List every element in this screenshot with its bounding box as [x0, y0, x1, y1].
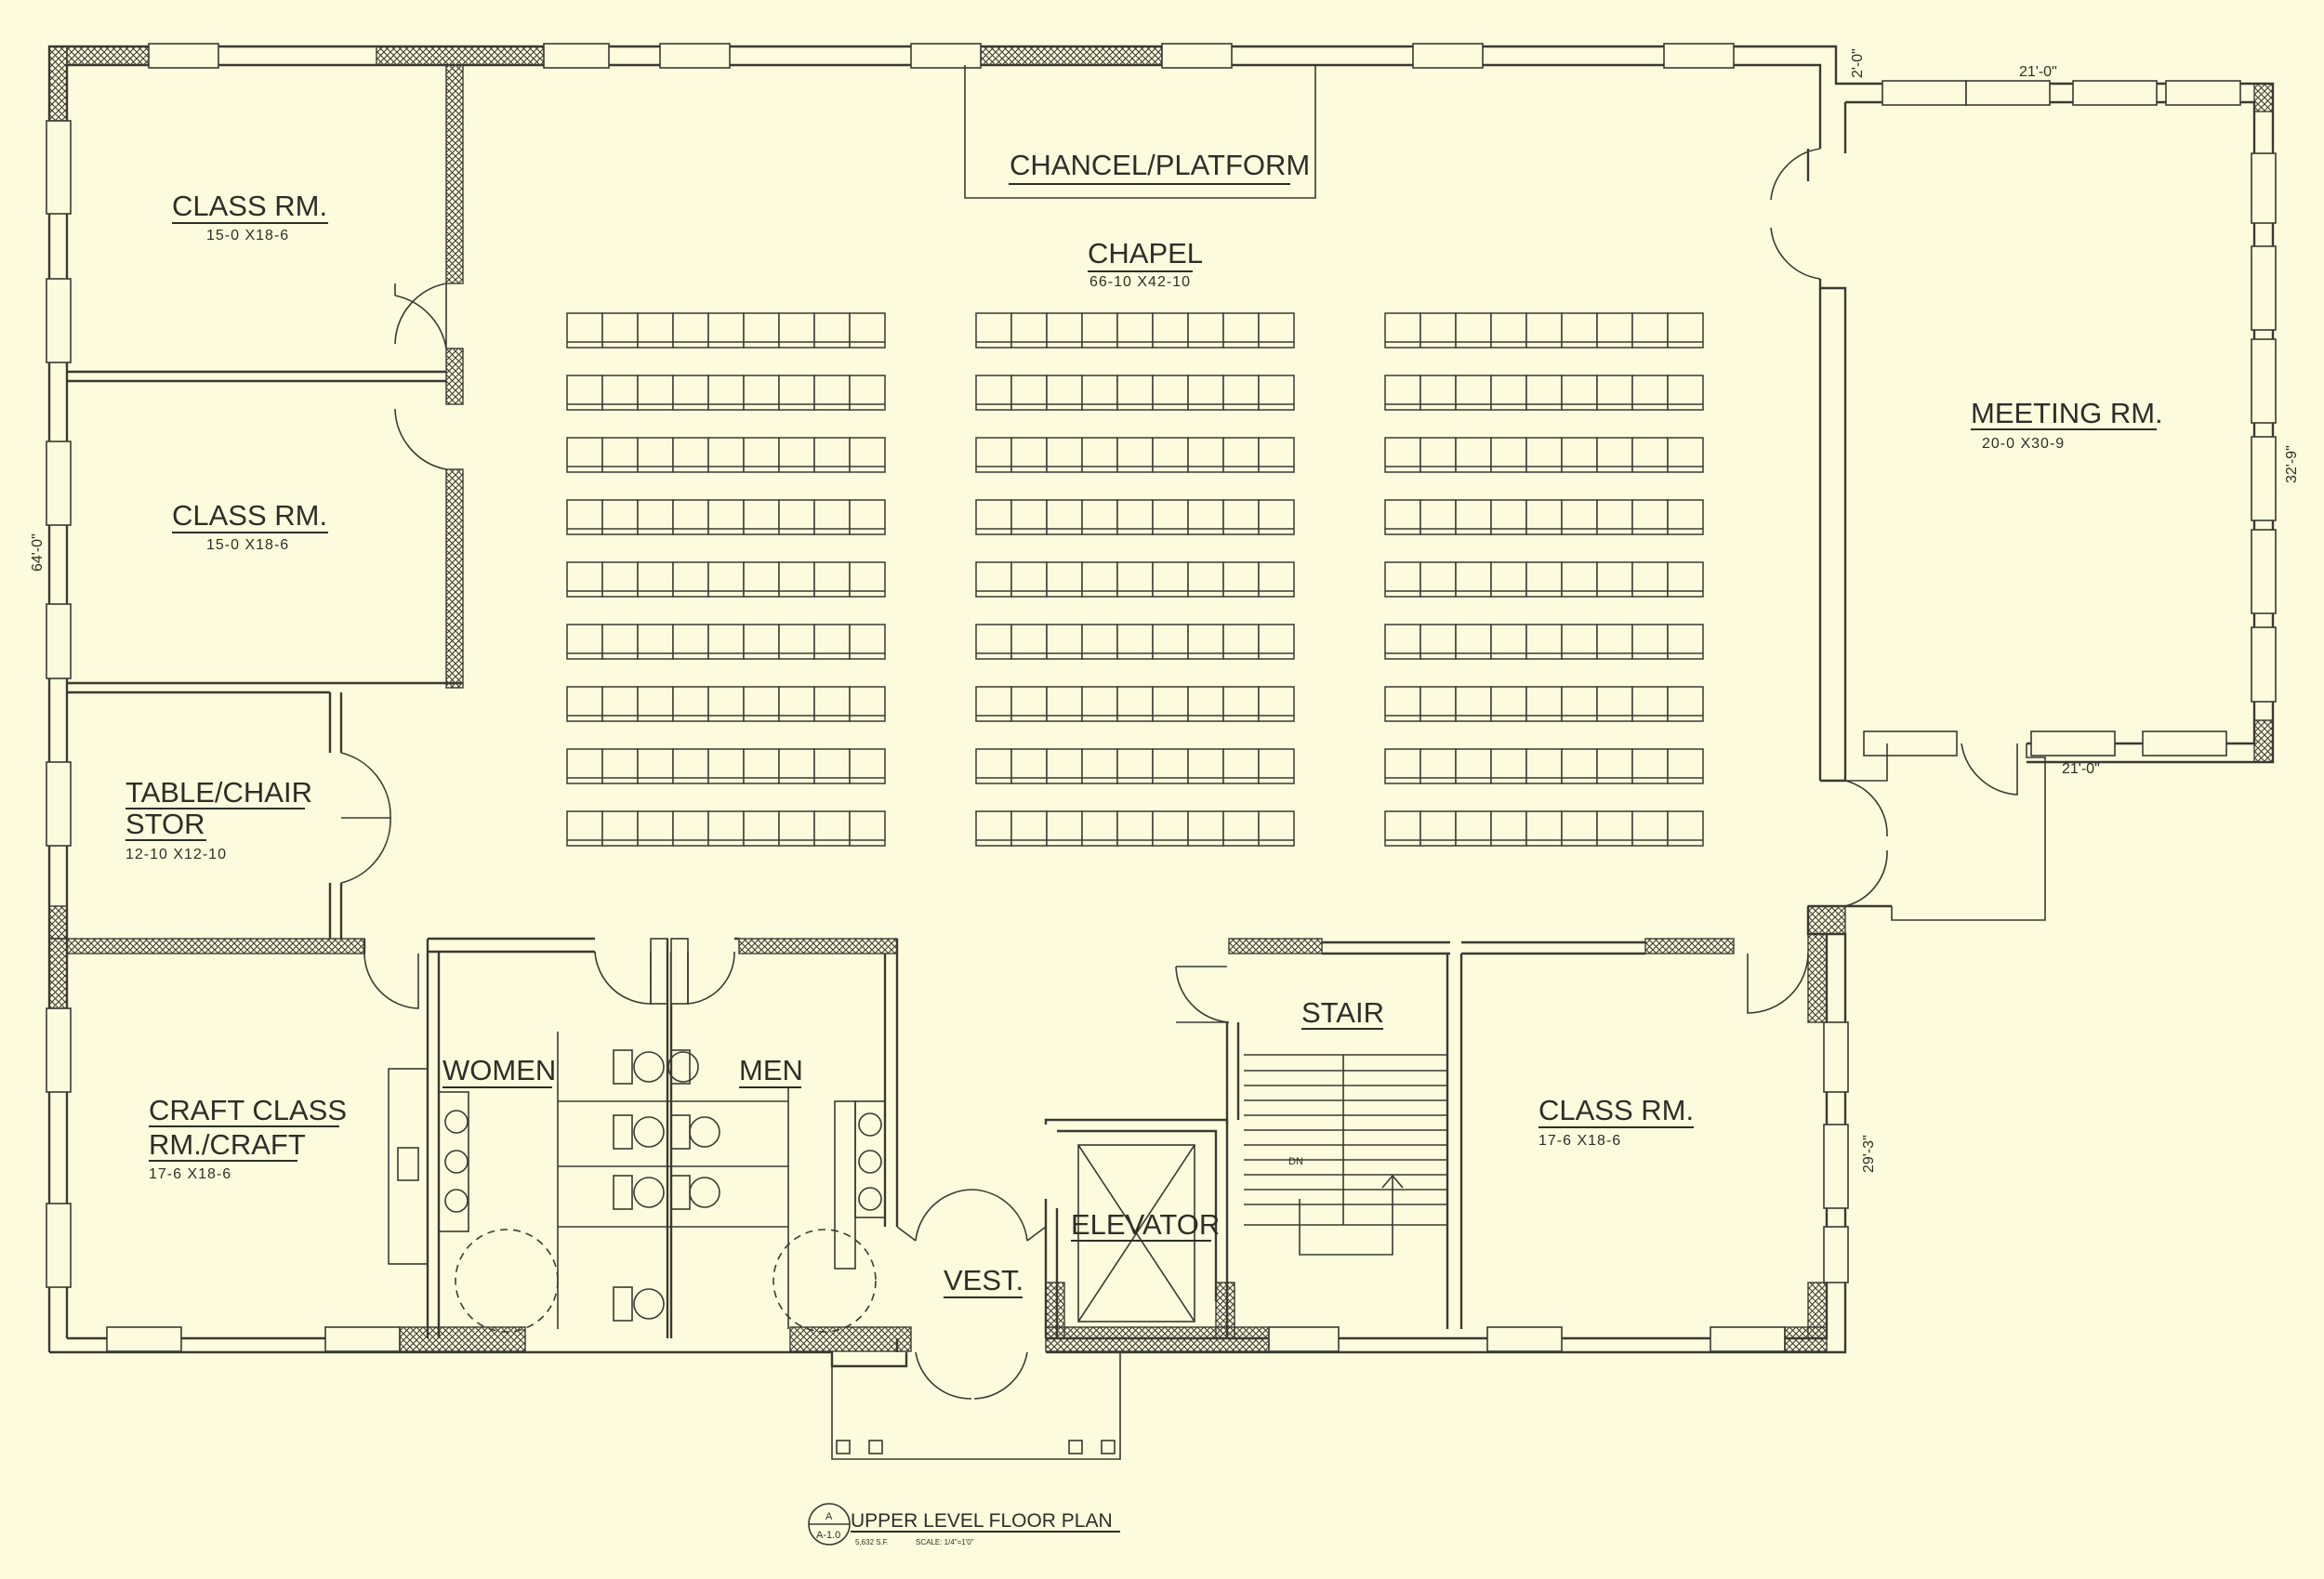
craft-sub-label: RM./CRAFT [149, 1128, 306, 1161]
pew-row [975, 561, 1295, 598]
toilet-group-women [613, 1049, 665, 1322]
pew-row [566, 624, 886, 660]
class-room-3-size: 17-6 X18-6 [1538, 1133, 1621, 1149]
men-label: MEN [739, 1054, 803, 1086]
pew-row [566, 375, 886, 411]
area-note: 5,632 S.F. [855, 1538, 889, 1546]
class-room-1-label: CLASS RM. [172, 190, 327, 222]
pew-row [566, 686, 886, 722]
vestibule-label: VEST. [944, 1264, 1023, 1296]
pew-row [1384, 561, 1704, 598]
chapel-seating [566, 312, 1704, 847]
chancel-label: CHANCEL/PLATFORM [1010, 149, 1310, 181]
restroom-fixtures [388, 1032, 886, 1333]
pew-row [566, 312, 886, 349]
craft-size: 17-6 X18-6 [149, 1166, 231, 1182]
stair-label: STAIR [1301, 996, 1384, 1029]
section-marker-letter: A [825, 1511, 833, 1522]
pew-row [1384, 312, 1704, 349]
elevator-car [1077, 1144, 1195, 1322]
class-room-2-size: 15-0 X18-6 [206, 537, 289, 553]
pew-row [975, 748, 1295, 784]
women-label: WOMEN [442, 1054, 556, 1086]
dimension-labels: 64'-0" 2'-0" 21'-0" 21'-0" 32'-9" 29'-3" [30, 48, 2300, 1173]
pew-row [1384, 686, 1704, 722]
windows-meeting [1823, 152, 2277, 1283]
class-room-2-label: CLASS RM. [172, 499, 327, 532]
pew-row [975, 686, 1295, 722]
drawing-title-block: A A-1.0 UPPER LEVEL FLOOR PLAN 5,632 S.F… [808, 1503, 1120, 1546]
pew-row [1384, 624, 1704, 660]
sheet-number: A-1.0 [816, 1530, 840, 1541]
pew-row [1384, 437, 1704, 473]
storage-label: STOR [125, 808, 205, 840]
pew-row [566, 437, 886, 473]
meeting-side-dim: 32'-9" [2284, 445, 2300, 483]
doors [340, 148, 2018, 1400]
class-room-1-size: 15-0 X18-6 [206, 228, 289, 243]
pew-row [566, 561, 886, 598]
pew-row [566, 499, 886, 535]
table-chair-label: TABLE/CHAIR [125, 776, 312, 809]
meeting-room-label: MEETING RM. [1971, 397, 2163, 429]
meeting-top-dim: 21'-0" [2019, 64, 2057, 80]
pew-row [1384, 375, 1704, 411]
windows-top [148, 43, 2241, 106]
pew-row [975, 624, 1295, 660]
scale-note: SCALE: 1/4"=1'0" [916, 1538, 974, 1546]
interior-walls [66, 64, 2046, 1460]
pew-row [975, 499, 1295, 535]
windows-left [46, 120, 72, 1288]
meeting-bottom-dim: 21'-0" [2062, 761, 2100, 777]
chapel-size: 66-10 X42-10 [1089, 274, 1191, 290]
pew-row [566, 748, 886, 784]
pew-row [1384, 748, 1704, 784]
meeting-room-size: 20-0 X30-9 [1982, 436, 2065, 452]
chapel-label: CHAPEL [1088, 237, 1203, 270]
pew-row [975, 312, 1295, 349]
toilet-group-men [667, 1049, 720, 1210]
pew-row [975, 810, 1295, 847]
pew-row [566, 810, 886, 847]
left-height-dim: 64'-0" [30, 533, 46, 572]
craft-label: CRAFT CLASS [149, 1094, 347, 1126]
pew-row [975, 375, 1295, 411]
pew-row [1384, 810, 1704, 847]
stair-dn-label: DN [1288, 1156, 1303, 1167]
right-lower-dim: 29'-3" [1861, 1135, 1877, 1173]
stair-treads [1244, 1054, 1447, 1256]
pew-row [1384, 499, 1704, 535]
drawing-title: UPPER LEVEL FLOOR PLAN [851, 1510, 1113, 1532]
top-offset-dim: 2'-0" [1850, 48, 1866, 78]
elevator-label: ELEVATOR [1071, 1208, 1220, 1241]
room-labels: CHANCEL/PLATFORM CHAPEL 66-10 X42-10 CLA… [125, 149, 2163, 1298]
table-chair-size: 12-10 X12-10 [125, 847, 227, 862]
pew-row [975, 437, 1295, 473]
class-room-3-label: CLASS RM. [1538, 1094, 1694, 1126]
